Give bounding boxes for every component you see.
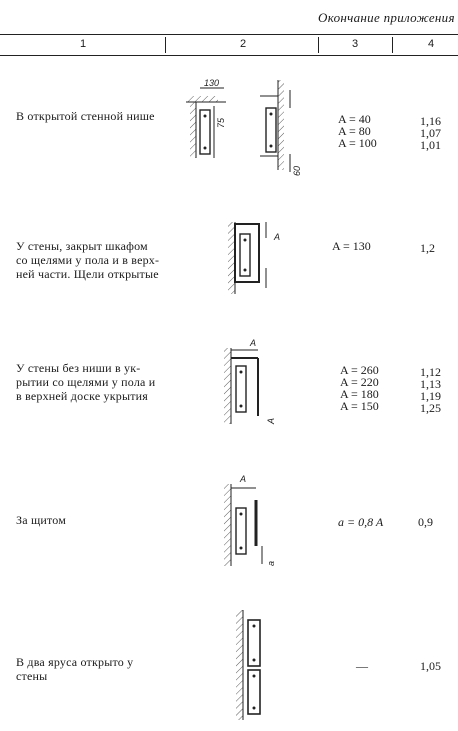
row-1-coef-3: 1,01 bbox=[420, 138, 441, 152]
row-1-coef-2: 1,07 bbox=[420, 126, 441, 140]
row-3-value-1: A = 260 bbox=[340, 363, 379, 377]
row-2-diagram: A bbox=[228, 222, 280, 294]
row-1-value-2: A = 80 bbox=[338, 124, 371, 138]
row-2-dim-a: A bbox=[273, 232, 280, 242]
row-3-diagram: A A bbox=[224, 338, 276, 425]
row-4-dim-a-small: a bbox=[266, 561, 276, 566]
column-header-1: 1 bbox=[80, 38, 87, 50]
table-header-rule bbox=[0, 55, 458, 56]
row-2-description-line-1: У стены, закрыт шкафом bbox=[16, 239, 148, 253]
row-2-description-line-2: со щелями у пола и в верх- bbox=[16, 253, 160, 267]
row-3-coef-4: 1,25 bbox=[420, 401, 441, 415]
column-header-2: 2 bbox=[240, 38, 247, 50]
row-5-description-line-2: стены bbox=[16, 669, 48, 683]
row-5-description-line-1: В два яруса открыто у bbox=[16, 655, 134, 669]
row-4-value-1: a = 0,8 A bbox=[338, 515, 384, 529]
row-2-coef-1: 1,2 bbox=[420, 241, 435, 255]
row-3-coef-3: 1,19 bbox=[420, 389, 441, 403]
column-divider-2 bbox=[318, 37, 319, 53]
column-divider-1 bbox=[165, 37, 166, 53]
column-header-4: 4 bbox=[428, 38, 435, 50]
row-3-description-line-3: в верхней доске укрытия bbox=[16, 389, 149, 403]
column-divider-3 bbox=[392, 37, 393, 53]
row-1-value-3: A = 100 bbox=[338, 136, 377, 150]
row-3-value-4: A = 150 bbox=[340, 399, 379, 413]
row-1-description: В открытой стенной нише bbox=[16, 109, 155, 123]
appendix-title: Окончание приложения Х bbox=[318, 10, 458, 25]
row-3-value-3: A = 180 bbox=[340, 387, 379, 401]
row-3-description-line-1: У стены без ниши в ук- bbox=[16, 361, 141, 375]
row-1-value-1: A = 40 bbox=[338, 112, 371, 126]
row-4-dim-a-top: A bbox=[239, 474, 246, 484]
column-header-3: 3 bbox=[352, 38, 359, 50]
row-2-description-line-3: ней части. Щели открытые bbox=[16, 267, 159, 281]
table-top-rule bbox=[0, 34, 458, 35]
row-4-diagram: A a bbox=[224, 474, 276, 566]
row-3-coef-1: 1,12 bbox=[420, 365, 441, 379]
row-3-coef-2: 1,13 bbox=[420, 377, 441, 391]
row-2-value-1: A = 130 bbox=[332, 239, 371, 253]
row-4-coef-1: 0,9 bbox=[418, 515, 433, 529]
row-5-diagram bbox=[236, 610, 261, 720]
row-1-coef-1: 1,16 bbox=[420, 114, 441, 128]
row-3-dim-a-bottom: A bbox=[266, 418, 276, 425]
row-3-dim-a-top: A bbox=[249, 338, 256, 348]
row-4-description: За щитом bbox=[16, 513, 67, 527]
row-3-description-line-2: рытии со щелями у пола и bbox=[16, 375, 156, 389]
row-1-diagram: 130 75 60 bbox=[186, 78, 302, 176]
row-5-coef-1: 1,05 bbox=[420, 659, 441, 673]
row-1-dim-130: 130 bbox=[204, 78, 219, 88]
row-5-value-1: — bbox=[356, 659, 368, 673]
row-1-dim-60: 60 bbox=[292, 166, 302, 176]
row-1-dim-75: 75 bbox=[216, 117, 226, 128]
row-3-value-2: A = 220 bbox=[340, 375, 379, 389]
